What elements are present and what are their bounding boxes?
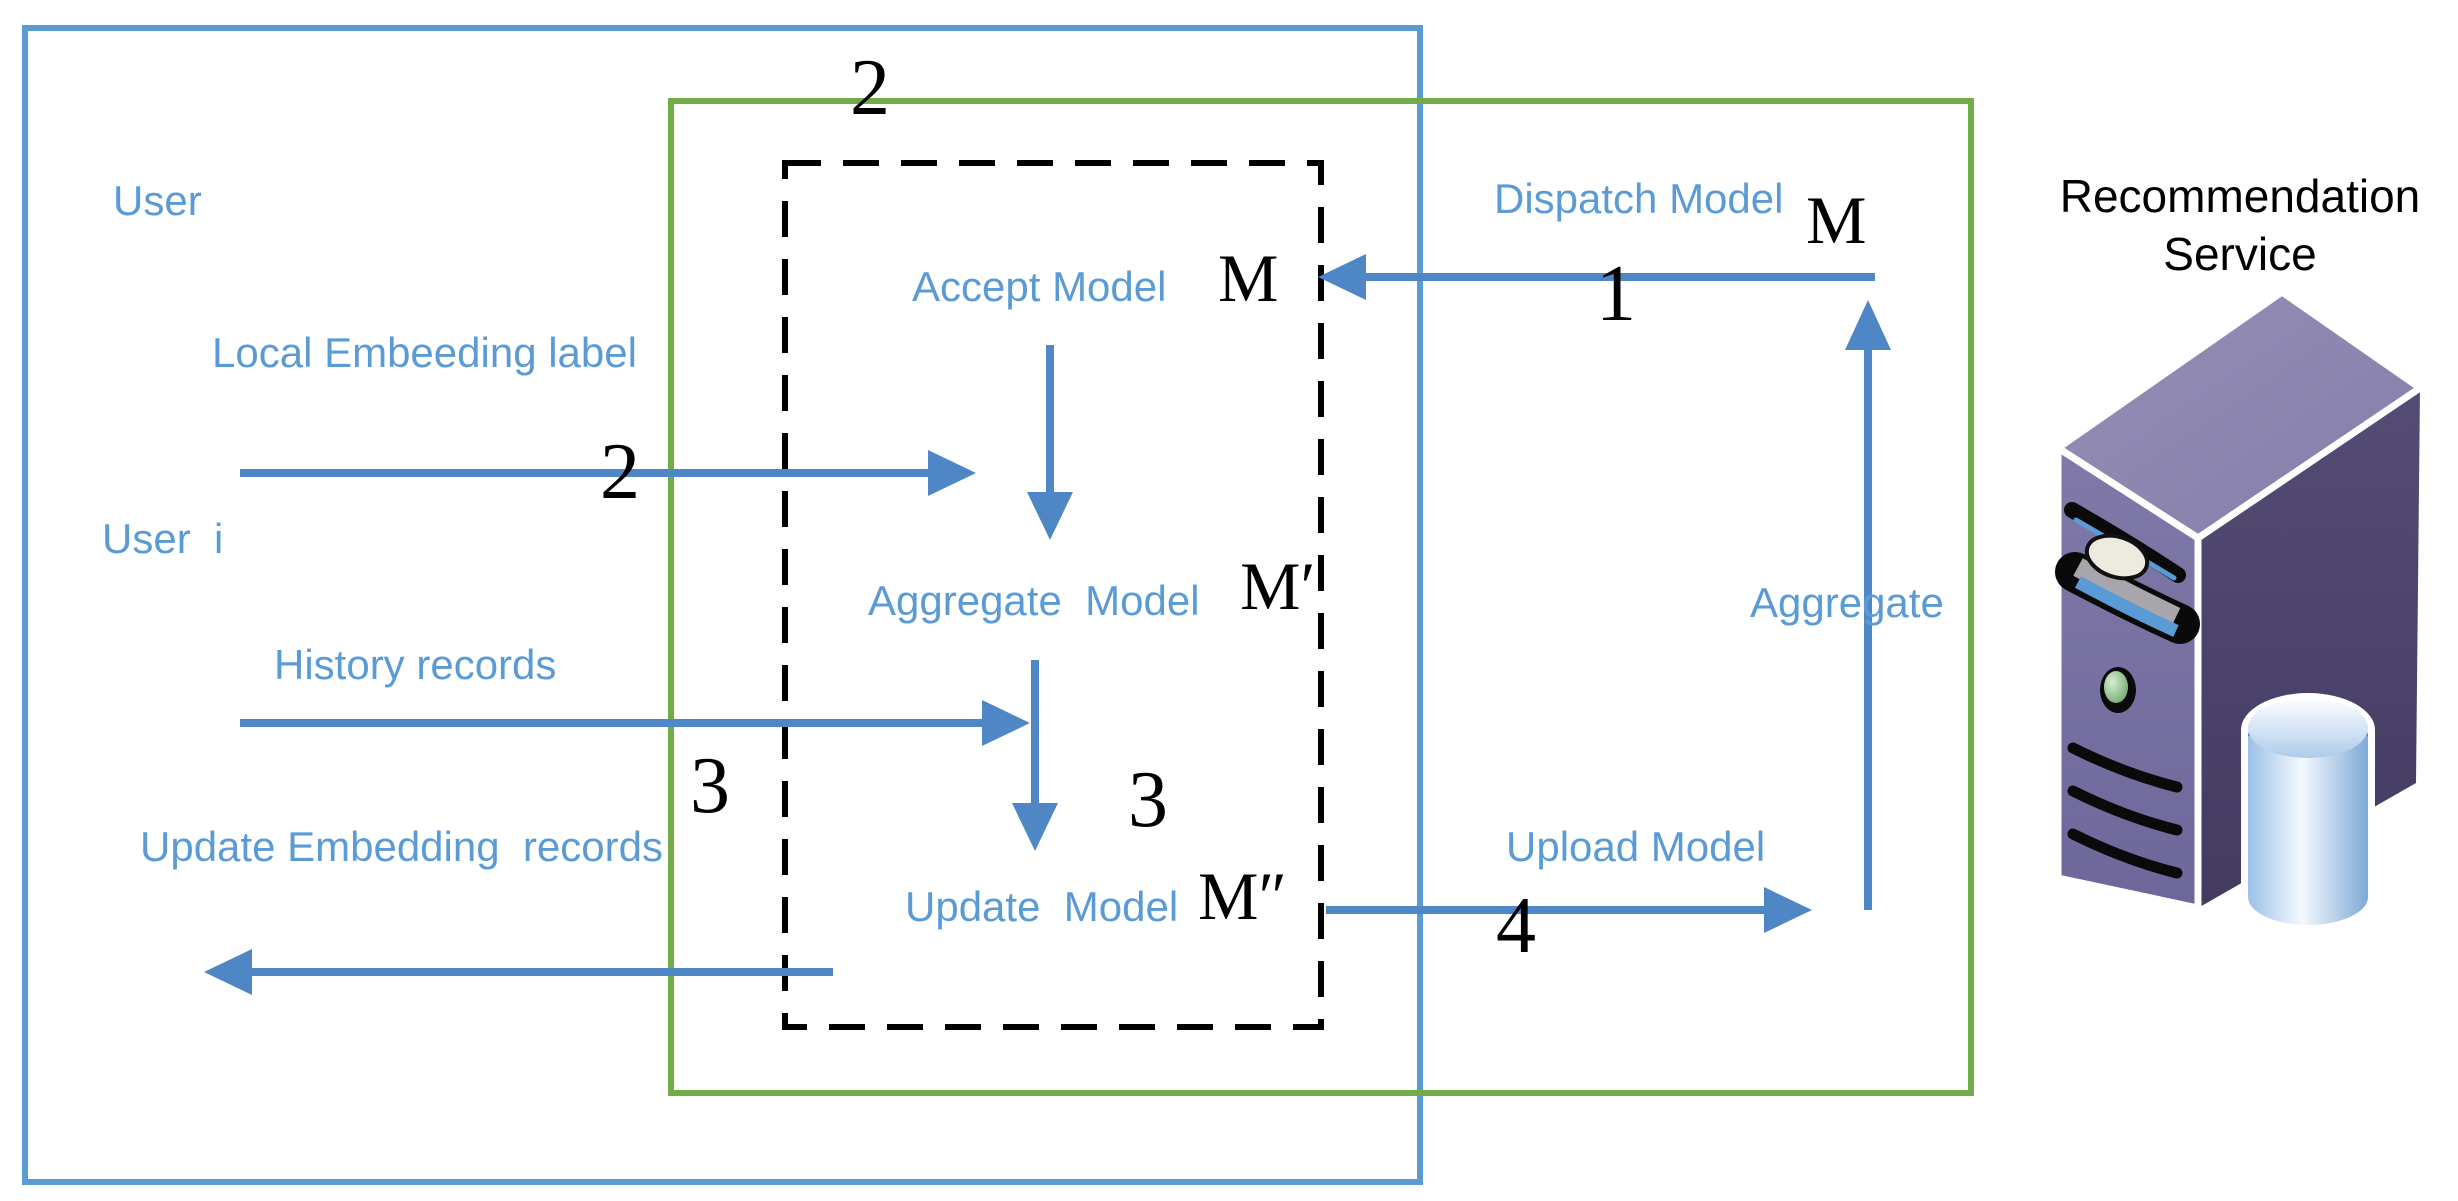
arrow-upload-model: [1326, 887, 1812, 933]
user-i-label: User i: [102, 515, 224, 562]
arrow-aggregate-to-update: [1012, 660, 1058, 851]
aggregate-label: Aggregate: [1750, 579, 1944, 626]
server-vents: [2067, 742, 2183, 879]
step-3-inner: 3: [1128, 756, 1168, 844]
server-power-button: [2100, 667, 2136, 713]
arrow-history-records: [240, 700, 1030, 746]
local-process-dashed-box: [782, 160, 1324, 1030]
update-embedding-label: Update Embedding records: [140, 823, 663, 870]
server-icon: [2054, 288, 2424, 932]
model-m-prime: M′: [1240, 548, 1316, 624]
model-m-dispatch: M: [1806, 182, 1867, 258]
update-model-label: Update Model: [905, 883, 1179, 930]
service-title-line1: Recommendation: [2059, 170, 2421, 222]
arrow-aggregate-up: [1845, 300, 1891, 910]
recommendation-service-title: Recommendation Service: [2030, 168, 2450, 283]
aggregate-model-label: Aggregate Model: [868, 577, 1200, 624]
server-eject-button: [2084, 533, 2150, 581]
step-3: 3: [690, 742, 730, 830]
model-m-double-prime: M″: [1198, 858, 1287, 934]
database-icon: [2241, 693, 2375, 932]
arrow-local-embeeding: [240, 450, 976, 496]
dispatch-model-label: Dispatch Model: [1494, 175, 1784, 222]
model-m-accept: M: [1218, 240, 1279, 316]
server-drive-bay: [2055, 552, 2200, 644]
step-2: 2: [600, 428, 640, 516]
step-4: 4: [1496, 882, 1536, 970]
accept-model-label: Accept Model: [912, 263, 1167, 310]
arrow-accept-to-aggregate: [1027, 345, 1073, 540]
user-box: [22, 25, 1423, 1185]
step-2-outer: 2: [850, 44, 890, 132]
local-embeeding-label: Local Embeeding label: [212, 329, 637, 376]
arrow-dispatch-model: [1318, 254, 1875, 300]
service-title-line2: Service: [2163, 227, 2317, 280]
server-scope-box: [668, 98, 1974, 1096]
upload-model-label: Upload Model: [1506, 823, 1766, 870]
user-box-label: User: [113, 177, 202, 224]
arrow-update-embedding: [204, 949, 833, 995]
history-records-label: History records: [274, 641, 557, 688]
step-1: 1: [1596, 250, 1636, 338]
